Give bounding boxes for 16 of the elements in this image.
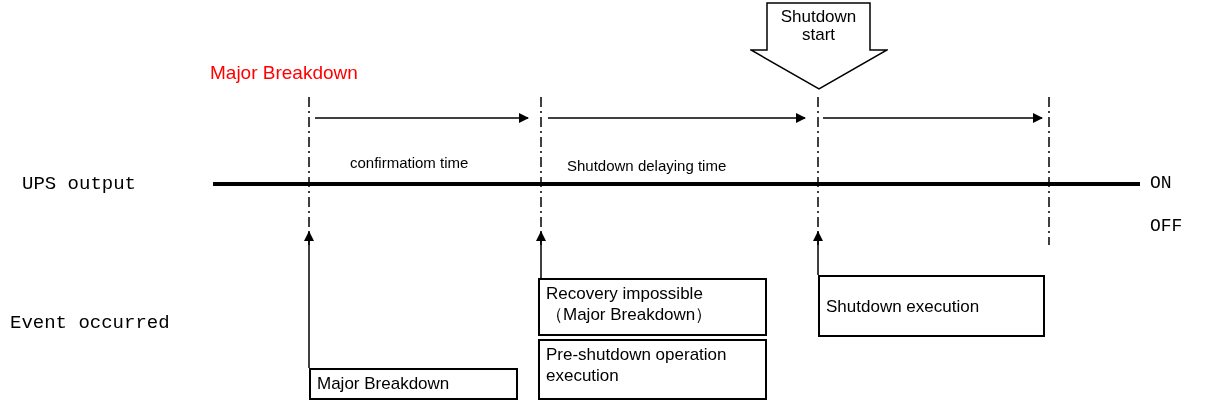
annotation-text: Major Breakdown [210,62,358,84]
block-arrow [750,2,888,90]
arrow-label: Shutdown start [779,8,858,44]
arrow [536,231,546,279]
duration-label: Shutdown delaying time [567,157,727,174]
arrow [813,231,823,276]
state-label: OFF [1150,216,1183,236]
arrow [304,231,314,369]
event-box: Recovery impossible （Major Breakdown） [538,278,767,336]
state-label: ON [1150,173,1172,193]
event-box: Pre-shutdown operation execution [538,339,767,400]
row-label: Event occurred [10,312,170,334]
event-box: Major Breakdown [309,368,518,400]
event-box: Shutdown execution [818,275,1045,337]
duration-label: confirmatiom time [350,154,469,171]
signal-name: UPS output [22,173,137,195]
